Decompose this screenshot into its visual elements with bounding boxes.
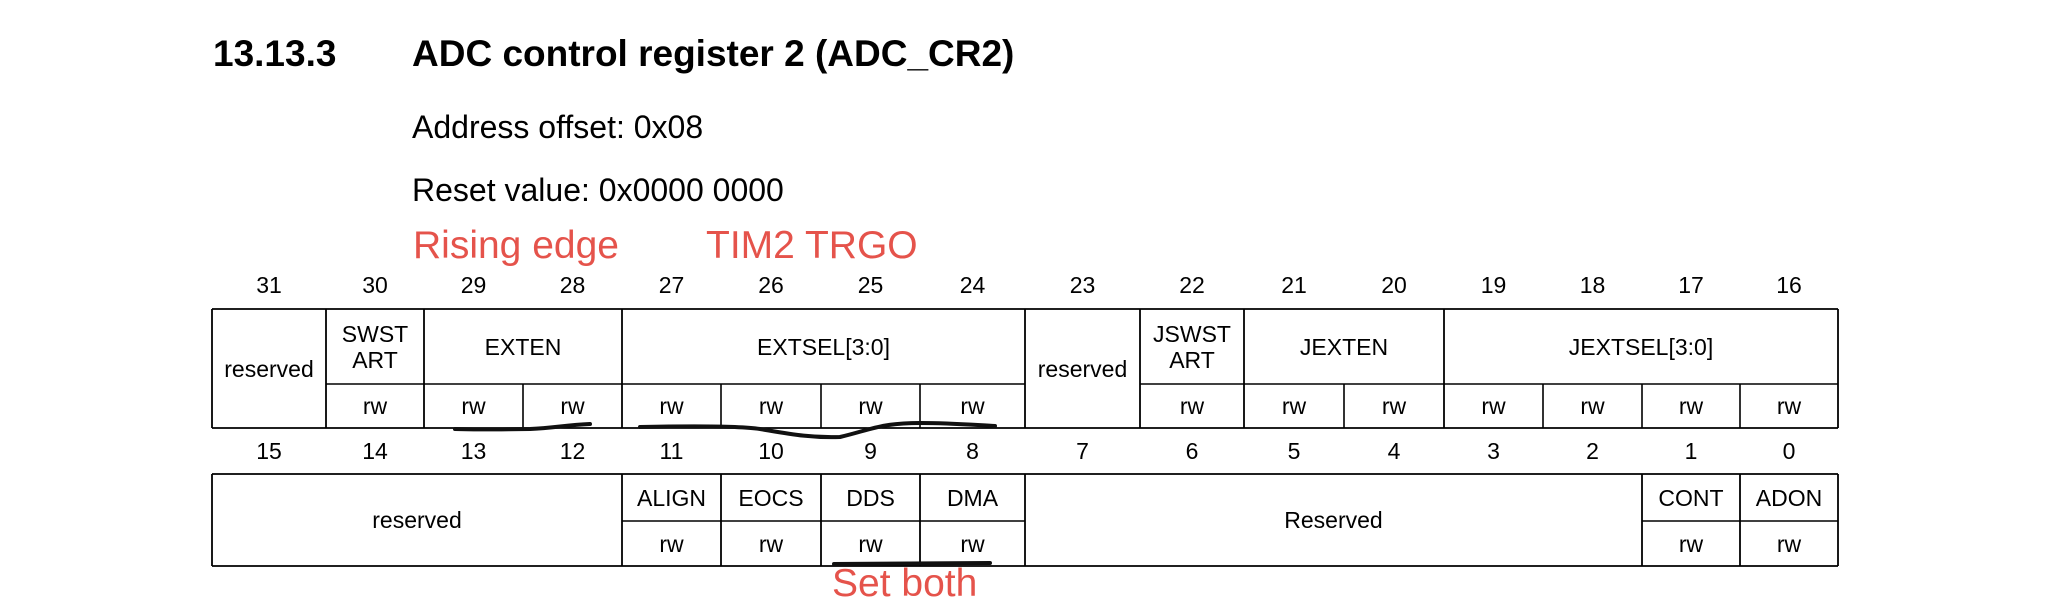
field-name: reserved [1037, 355, 1128, 382]
field-access: rw [960, 530, 985, 557]
bit-number: 11 [659, 438, 684, 464]
field-access: rw [858, 530, 883, 557]
address-offset: Address offset: 0x08 [412, 109, 704, 145]
bit-number: 17 [1678, 272, 1704, 298]
annotation-rising-edge: Rising edge [413, 224, 619, 267]
field-name: EOCS [738, 484, 804, 511]
bit-number: 23 [1069, 272, 1096, 298]
bit-number: 8 [966, 438, 979, 464]
bit-number: 3 [1487, 438, 1500, 464]
bit-number: 21 [1281, 272, 1307, 298]
field-name: CONT [1658, 484, 1724, 511]
field-name: DMA [946, 484, 999, 511]
bit-number: 25 [857, 272, 884, 298]
section-number: 13.13.3 [213, 33, 337, 74]
bit-number: 2 [1586, 438, 1599, 464]
field-name: ALIGN [636, 484, 707, 511]
bit-number: 12 [559, 438, 586, 464]
field-name: EXTEN [484, 333, 562, 360]
field-access: rw [1481, 393, 1506, 419]
field-name: reserved [372, 507, 462, 533]
bit-number: 24 [959, 272, 986, 298]
field-access: rw [1179, 393, 1205, 419]
field-access: rw [1776, 393, 1802, 419]
field-access: rw [659, 393, 684, 419]
bit-number: 18 [1579, 272, 1606, 298]
field-access: rw [659, 530, 684, 557]
dds-dma-underline-mark [832, 561, 992, 566]
bit-number: 1 [1684, 438, 1698, 464]
bit-number: 19 [1480, 272, 1507, 298]
annotation-set-both: Set both [832, 562, 978, 605]
field-access: rw [960, 393, 985, 419]
bit-number: 15 [256, 438, 282, 464]
reset-value: Reset value: 0x0000 0000 [412, 172, 784, 208]
bit-number: 16 [1776, 272, 1802, 298]
section-title: ADC control register 2 (ADC_CR2) [412, 33, 1015, 74]
field-access: rw [560, 393, 585, 419]
field-name: JEXTSEL[3:0] [1568, 333, 1714, 360]
field-access: rw [1678, 530, 1704, 557]
field-name: Reserved [1284, 507, 1383, 533]
bit-number: 28 [559, 272, 586, 298]
field-name: ADON [1755, 484, 1823, 511]
field-access: rw [1381, 393, 1407, 419]
extsel-underline-mark [638, 420, 997, 440]
field-name: reserved [224, 355, 314, 382]
bit-number: 6 [1185, 438, 1199, 464]
field-name: EXTSEL[3:0] [757, 333, 890, 360]
bit-number: 4 [1387, 438, 1401, 464]
field-name: JEXTEN [1299, 333, 1389, 360]
field-access: rw [758, 530, 784, 557]
bit-number: 26 [758, 272, 784, 298]
bit-number: 0 [1782, 438, 1796, 464]
bit-number: 29 [460, 272, 487, 298]
field-access: rw [461, 393, 486, 419]
exten-underline-mark [453, 422, 592, 432]
field-access: rw [858, 393, 883, 419]
field-access: rw [362, 393, 388, 419]
bit-number: 30 [362, 272, 388, 298]
field-name: DDS [846, 484, 895, 511]
field-access: rw [1281, 393, 1307, 419]
bit-number: 14 [362, 438, 388, 464]
field-access: rw [1776, 530, 1802, 557]
bit-number: 27 [658, 272, 685, 298]
bit-number: 7 [1076, 438, 1089, 464]
bit-number: 9 [864, 438, 877, 464]
bit-number: 13 [460, 438, 487, 464]
bit-number: 22 [1179, 272, 1205, 298]
bit-number: 31 [256, 272, 282, 298]
field-access: rw [1678, 393, 1704, 419]
field-access: rw [758, 393, 784, 419]
field-access: rw [1580, 393, 1605, 419]
bit-number: 20 [1381, 272, 1407, 298]
bit-number: 5 [1287, 438, 1301, 464]
annotation-tim2-trgo: TIM2 TRGO [706, 224, 918, 267]
bit-number: 10 [758, 438, 784, 464]
